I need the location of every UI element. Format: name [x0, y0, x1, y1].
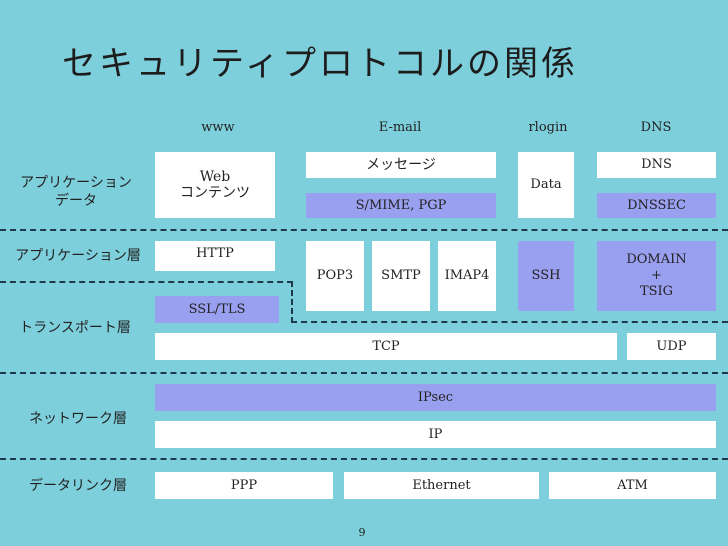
smtp-box: SMTP: [372, 241, 430, 311]
layer-network: ネットワーク層: [29, 411, 127, 427]
udp-box: UDP: [627, 333, 716, 360]
layer-datalink: データリンク層: [29, 478, 127, 494]
column-email: E-mail: [378, 120, 422, 135]
data-box: Data: [518, 152, 574, 218]
layer-application: アプリケーション層: [15, 248, 141, 264]
domain-tsig-box: DOMAIN + TSIG: [597, 241, 716, 311]
divider-app-transport-left: [0, 281, 293, 283]
pop3-box: POP3: [306, 241, 364, 311]
atm-box: ATM: [549, 472, 716, 499]
page-title: セキュリティプロトコルの関係: [62, 44, 578, 84]
divider-transport-network: [0, 372, 728, 374]
smime-pgp-box: S/MIME, PGP: [306, 193, 496, 218]
ethernet-box: Ethernet: [344, 472, 539, 499]
http-box: HTTP: [155, 241, 275, 271]
column-www: www: [201, 120, 235, 135]
divider-app-data: [0, 229, 728, 231]
ssh-box: SSH: [518, 241, 574, 311]
dns-box: DNS: [597, 152, 716, 178]
ipsec-box: IPsec: [155, 384, 716, 411]
divider-app-transport-step: [291, 281, 293, 323]
tcp-box: TCP: [155, 333, 617, 360]
page-number: 9: [358, 526, 366, 539]
dnssec-box: DNSSEC: [597, 193, 716, 218]
ppp-box: PPP: [155, 472, 333, 499]
column-rlogin: rlogin: [528, 120, 568, 135]
divider-app-transport-right: [291, 321, 728, 323]
column-dns: DNS: [640, 120, 672, 135]
imap4-box: IMAP4: [438, 241, 496, 311]
web-content-box: Web コンテンツ: [155, 152, 275, 218]
ip-box: IP: [155, 421, 716, 448]
divider-network-datalink: [0, 458, 728, 460]
message-box: メッセージ: [306, 152, 496, 178]
ssl-tls-box: SSL/TLS: [155, 296, 279, 323]
layer-transport: トランスポート層: [19, 320, 131, 336]
layer-app-data: アプリケーション データ: [20, 175, 132, 209]
